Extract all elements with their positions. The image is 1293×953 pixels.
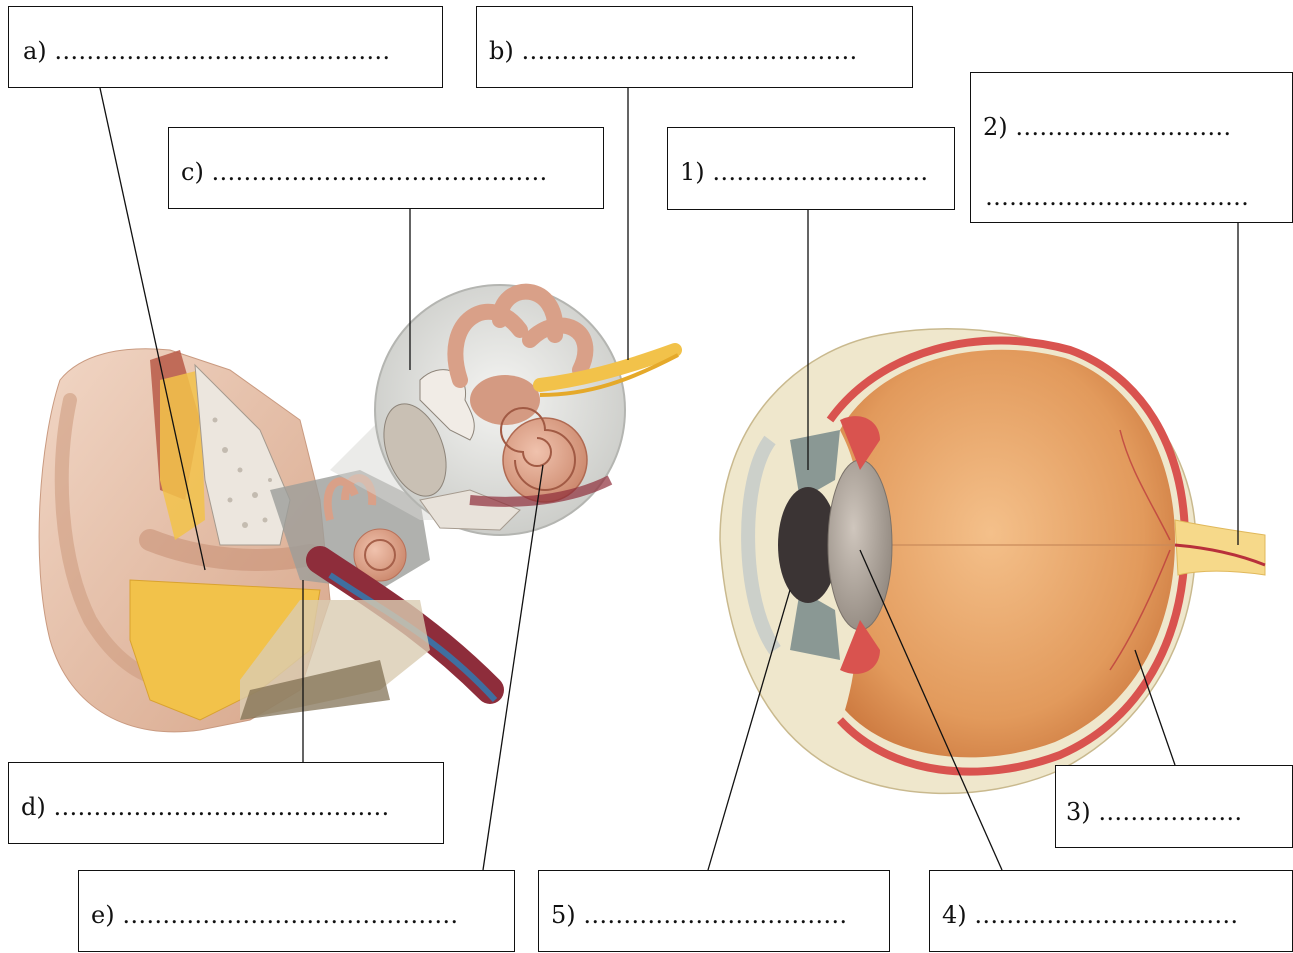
lens — [828, 460, 892, 630]
label-box-2[interactable]: 2) ……………………… …………………………… — [970, 72, 1293, 223]
label-5-text: 5) …………………………… — [551, 901, 847, 929]
label-3-text: 3) ……………… — [1066, 798, 1242, 826]
label-box-1[interactable]: 1) ……………………… — [667, 127, 955, 210]
label-box-b[interactable]: b) …………………………………… — [476, 6, 913, 88]
label-box-3[interactable]: 3) ……………… — [1055, 765, 1293, 848]
label-b-text: b) …………………………………… — [489, 37, 857, 65]
label-c-text: c) …………………………………… — [181, 158, 547, 186]
label-4-text: 4) …………………………… — [942, 901, 1238, 929]
label-1-text: 1) ……………………… — [680, 158, 928, 186]
label-box-d[interactable]: d) …………………………………… — [8, 762, 444, 844]
label-e-text: e) …………………………………… — [91, 901, 458, 929]
eye-illustration — [720, 329, 1265, 794]
label-a-text: a) …………………………………… — [23, 37, 390, 65]
label-d-text: d) …………………………………… — [21, 793, 389, 821]
label-box-a[interactable]: a) …………………………………… — [8, 6, 443, 88]
label-box-c[interactable]: c) …………………………………… — [168, 127, 604, 209]
label-box-e[interactable]: e) …………………………………… — [78, 870, 515, 952]
label-box-4[interactable]: 4) …………………………… — [929, 870, 1293, 952]
ear-illustration — [39, 285, 678, 732]
label-2-text-line1: 2) ……………………… — [983, 113, 1231, 141]
label-2-text-line2: …………………………… — [985, 183, 1249, 211]
label-box-5[interactable]: 5) …………………………… — [538, 870, 890, 952]
